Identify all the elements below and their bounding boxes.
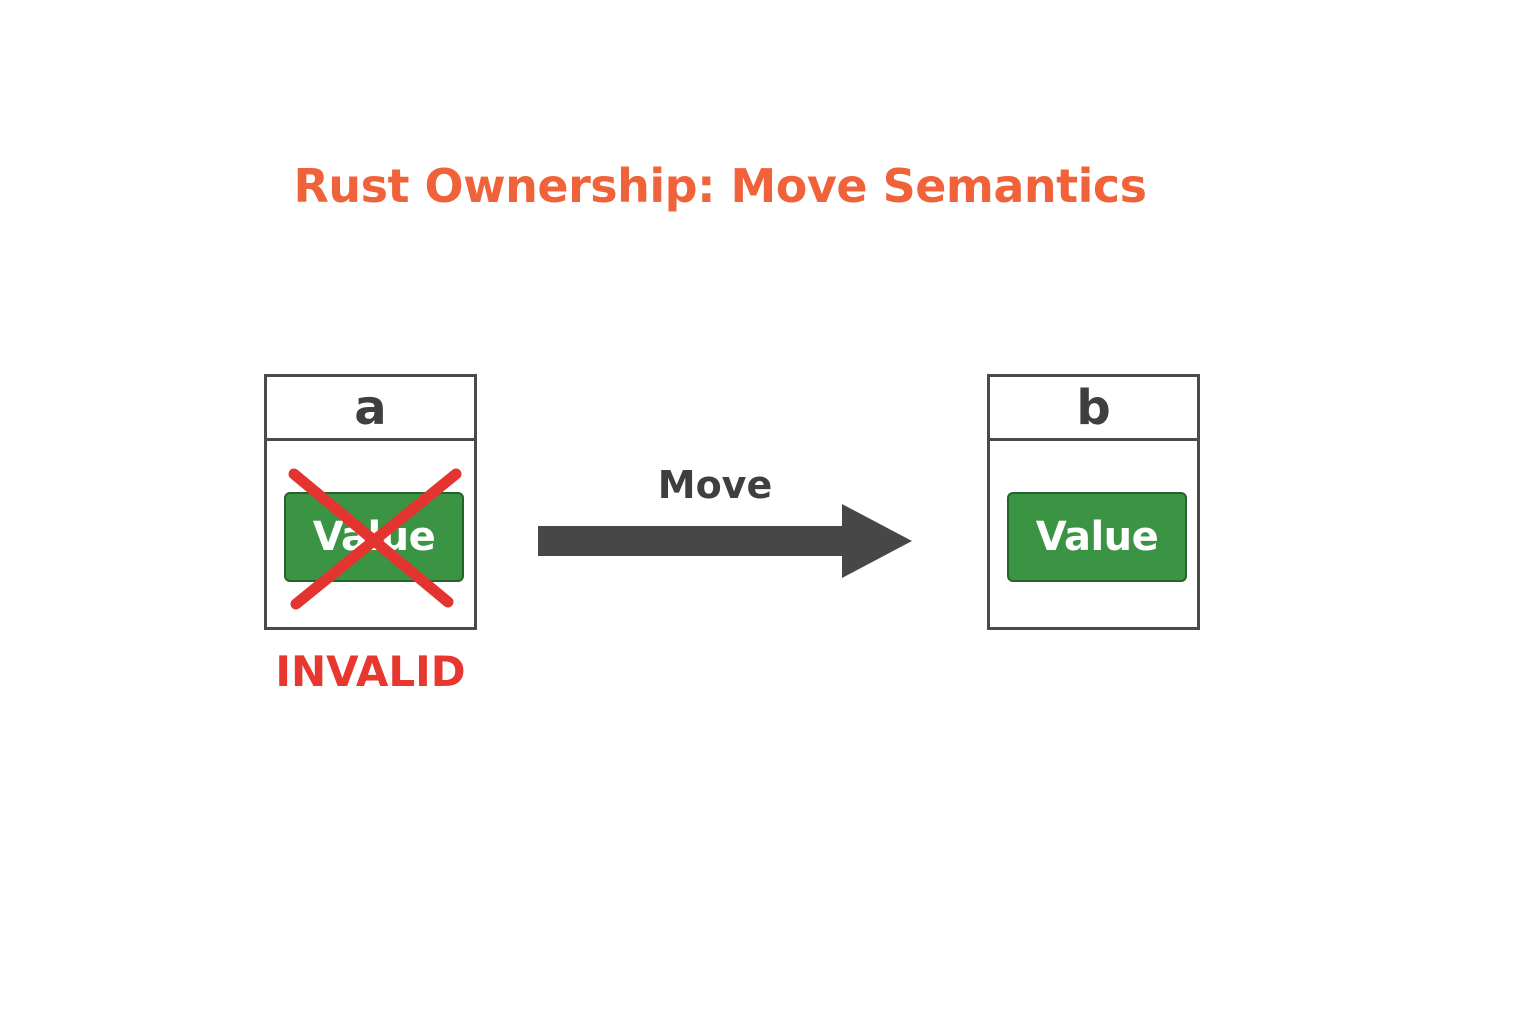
variable-box-b: b Value: [987, 374, 1200, 630]
cross-stroke-2: [290, 468, 462, 610]
move-label: Move: [657, 463, 773, 507]
move-arrow-shape: [538, 504, 912, 578]
invalid-status-label: INVALID: [275, 647, 466, 696]
variable-name-a: a: [267, 377, 474, 441]
invalid-cross-icon: [288, 468, 462, 610]
value-chip-b: Value: [1007, 492, 1187, 582]
variable-name-b: b: [990, 377, 1197, 441]
move-arrow-icon: [538, 504, 912, 578]
diagram-title: Rust Ownership: Move Semantics: [293, 159, 1147, 213]
